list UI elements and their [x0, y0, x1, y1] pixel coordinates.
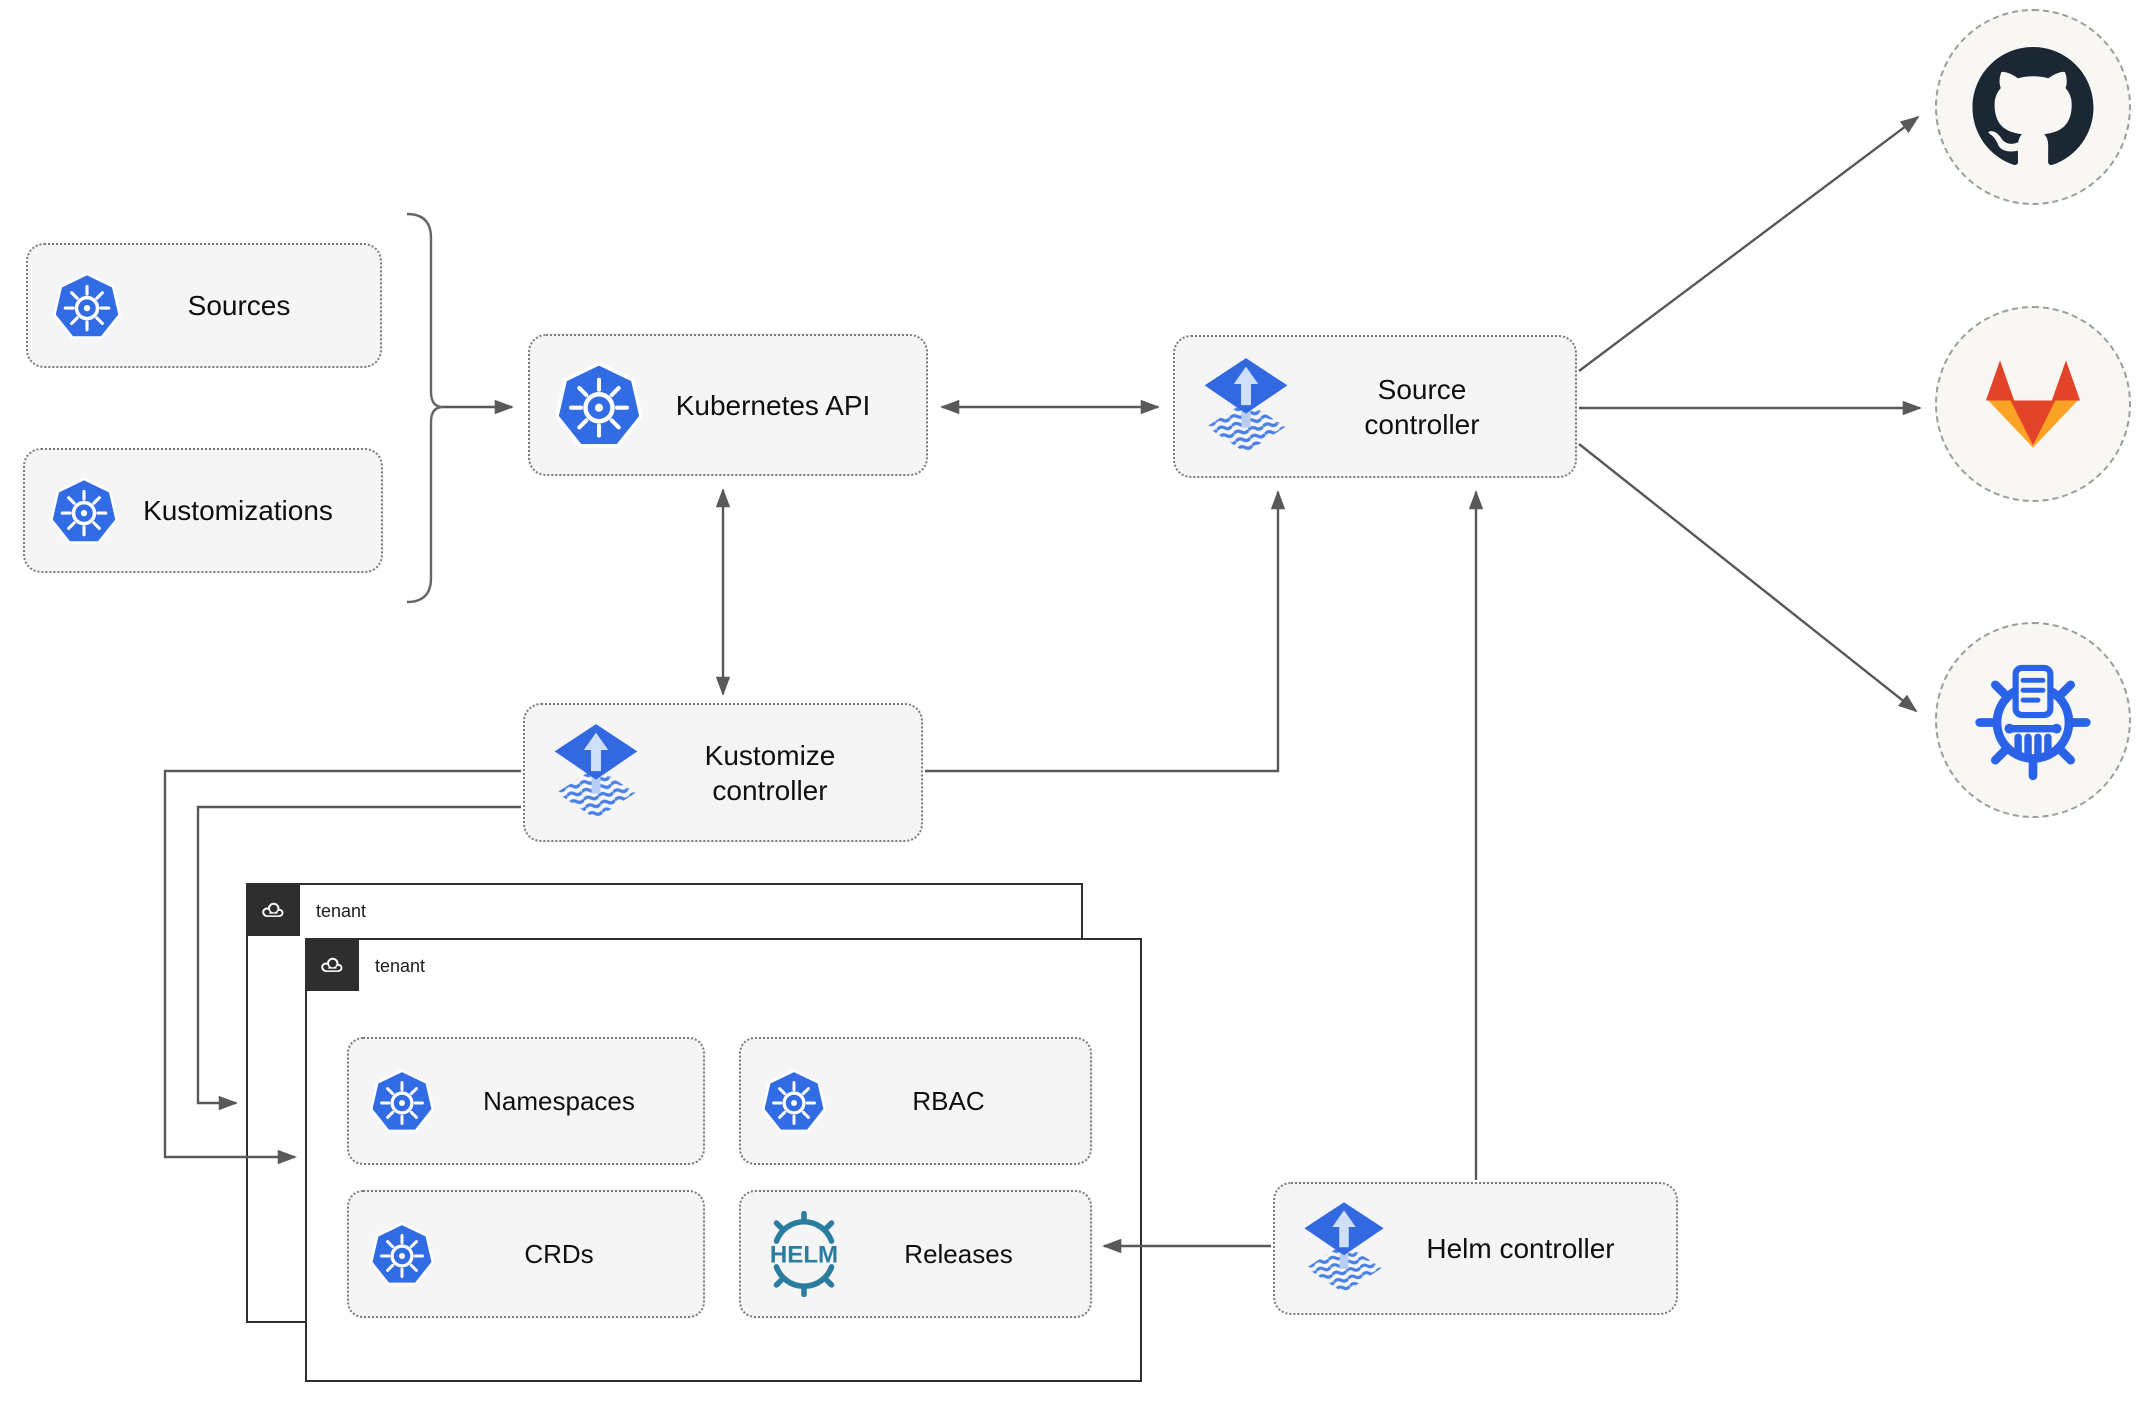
helm-controller-label: Helm controller — [1426, 1233, 1615, 1264]
releases-node: HELM Releases — [739, 1190, 1092, 1318]
namespaces-node: Namespaces — [347, 1037, 705, 1165]
rbac-label: RBAC — [912, 1085, 985, 1116]
kubernetes-icon — [369, 1067, 435, 1135]
group-bracket — [406, 212, 444, 604]
releases-label: Releases — [904, 1238, 1013, 1269]
kubernetes-api-label: Kubernetes API — [675, 389, 871, 421]
flux-icon — [1299, 1200, 1389, 1298]
kustomize-controller-label: Kustomize controller — [704, 739, 836, 806]
tenant-inner-tab — [305, 938, 359, 991]
kubernetes-icon — [369, 1220, 435, 1288]
cloud-icon — [254, 892, 292, 928]
kustomizations-node: Kustomizations — [23, 448, 383, 573]
edge-source-to-github — [1578, 115, 1920, 372]
tenant-inner-label: tenant — [375, 956, 426, 976]
sources-label: Sources — [187, 290, 291, 321]
helm-logo-text: HELM — [770, 1242, 838, 1269]
namespaces-label: Namespaces — [483, 1085, 635, 1116]
kubernetes-icon — [52, 270, 122, 342]
rbac-node: RBAC — [739, 1037, 1092, 1165]
source-controller-label: Source controller — [1364, 373, 1480, 440]
edge-source-to-chartmuseum — [1578, 443, 1918, 713]
helm-icon: HELM — [770, 1211, 838, 1297]
github-node — [1935, 9, 2131, 205]
crds-label: CRDs — [524, 1238, 594, 1269]
gitlab-icon — [1974, 351, 2092, 457]
crds-node: CRDs — [347, 1190, 705, 1318]
kustomizations-label: Kustomizations — [143, 495, 333, 526]
cloud-icon — [313, 947, 351, 983]
edge-kustomize-to-source-controller — [925, 490, 1286, 773]
chartmuseum-icon — [1971, 658, 2095, 782]
kustomize-controller-node: Kustomize controller — [523, 703, 923, 842]
kubernetes-api-node: Kubernetes API — [528, 334, 928, 476]
tenant-box-inner: tenant Namespaces RBAC CRDs — [305, 938, 1142, 1382]
gitlab-node — [1935, 306, 2131, 502]
helm-controller-node: Helm controller — [1273, 1182, 1678, 1315]
kubernetes-icon — [49, 475, 119, 547]
sources-node: Sources — [26, 243, 382, 368]
flux-icon — [1199, 356, 1293, 458]
kubernetes-icon — [554, 359, 644, 451]
tenant-outer-tab — [246, 883, 300, 936]
chartmuseum-node — [1935, 622, 2131, 818]
github-icon — [1971, 47, 2095, 168]
tenant-outer-label: tenant — [316, 901, 367, 921]
source-controller-node: Source controller — [1173, 335, 1577, 478]
flux-icon — [549, 722, 643, 824]
kubernetes-icon — [761, 1067, 827, 1135]
